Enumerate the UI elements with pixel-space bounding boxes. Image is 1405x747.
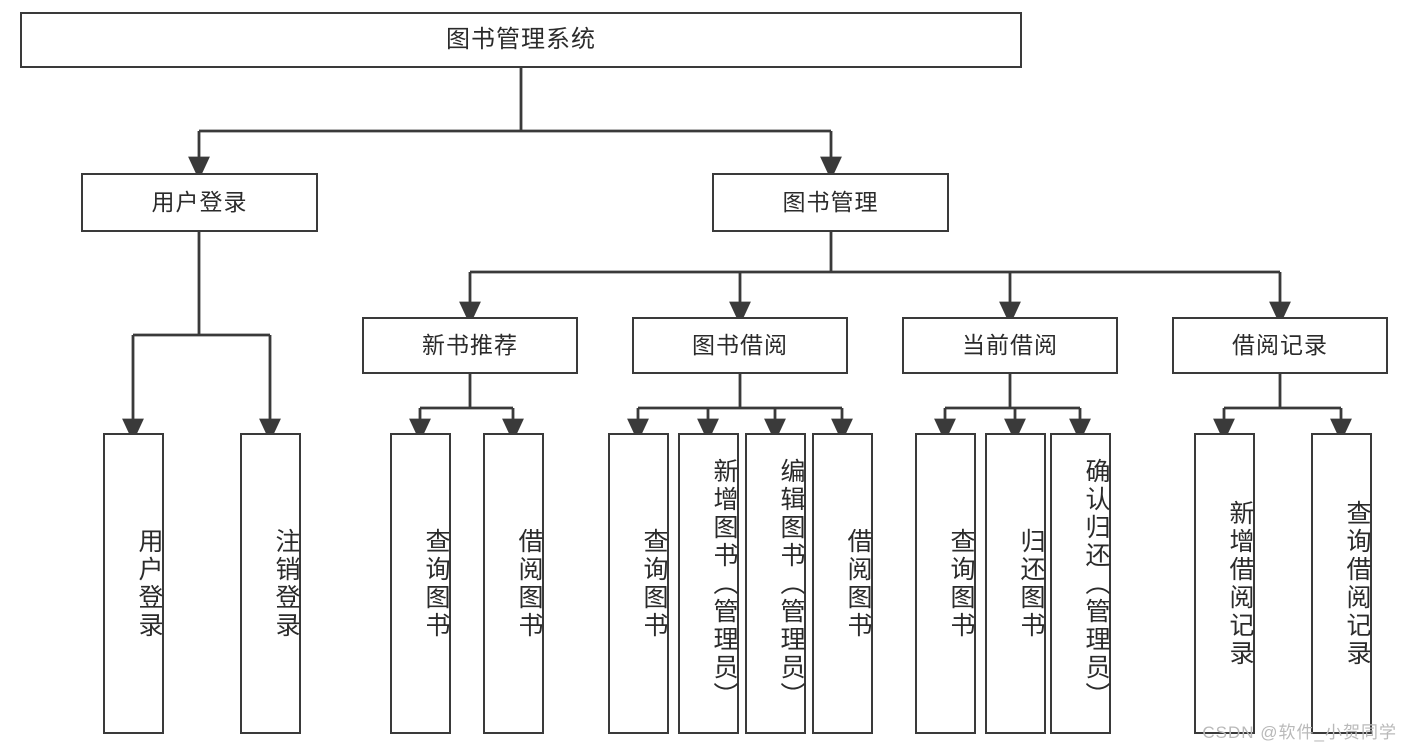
node-label: 新书推荐 (422, 331, 518, 358)
leaf-record-add-record[interactable]: 新增借阅记录 (1194, 433, 1255, 734)
watermark-text: CSDN @软件_小贺同学 (1202, 723, 1397, 742)
leaf-recommend-borrow-book[interactable]: 借阅图书 (483, 433, 544, 734)
node-label: 归还图书 (1017, 527, 1045, 640)
leaf-current-confirm-return-admin[interactable]: 确认归还（管理员） (1050, 433, 1111, 734)
leaf-borrow-add-book-admin[interactable]: 新增图书（管理员） (678, 433, 739, 734)
node-label: 查询图书 (947, 527, 975, 640)
leaf-current-return-book[interactable]: 归还图书 (985, 433, 1046, 734)
node-label: 用户登录 (151, 188, 248, 215)
node-book-borrow[interactable]: 图书借阅 (632, 317, 848, 374)
node-label: 图书管理系统 (446, 25, 596, 53)
leaf-user-login-login[interactable]: 用户登录 (103, 433, 164, 734)
node-root-system[interactable]: 图书管理系统 (20, 12, 1022, 68)
leaf-borrow-edit-book-admin[interactable]: 编辑图书（管理员） (745, 433, 806, 734)
node-label: 借阅图书 (844, 527, 872, 640)
node-label: 借阅记录 (1232, 331, 1328, 358)
node-label: 编辑图书（管理员） (777, 457, 805, 710)
node-label: 用户登录 (135, 527, 163, 640)
node-label: 注销登录 (272, 527, 300, 640)
node-current-borrow[interactable]: 当前借阅 (902, 317, 1118, 374)
leaf-borrow-query-book[interactable]: 查询图书 (608, 433, 669, 734)
leaf-current-query-book[interactable]: 查询图书 (915, 433, 976, 734)
node-label: 新增借阅记录 (1226, 499, 1254, 668)
node-label: 查询借阅记录 (1343, 499, 1371, 668)
leaf-record-query-record[interactable]: 查询借阅记录 (1311, 433, 1372, 734)
node-label: 图书管理 (782, 188, 879, 215)
node-borrow-record[interactable]: 借阅记录 (1172, 317, 1388, 374)
node-label: 当前借阅 (962, 331, 1058, 358)
node-user-login[interactable]: 用户登录 (81, 173, 318, 232)
node-label: 图书借阅 (692, 331, 788, 358)
node-label: 确认归还（管理员） (1082, 457, 1110, 710)
node-book-management[interactable]: 图书管理 (712, 173, 949, 232)
node-label: 查询图书 (422, 527, 450, 640)
leaf-user-login-logout[interactable]: 注销登录 (240, 433, 301, 734)
leaf-borrow-borrow-book[interactable]: 借阅图书 (812, 433, 873, 734)
node-label: 借阅图书 (515, 527, 543, 640)
node-new-book-recommend[interactable]: 新书推荐 (362, 317, 578, 374)
node-label: 新增图书（管理员） (710, 457, 738, 710)
node-label: 查询图书 (640, 527, 668, 640)
leaf-recommend-query-book[interactable]: 查询图书 (390, 433, 451, 734)
